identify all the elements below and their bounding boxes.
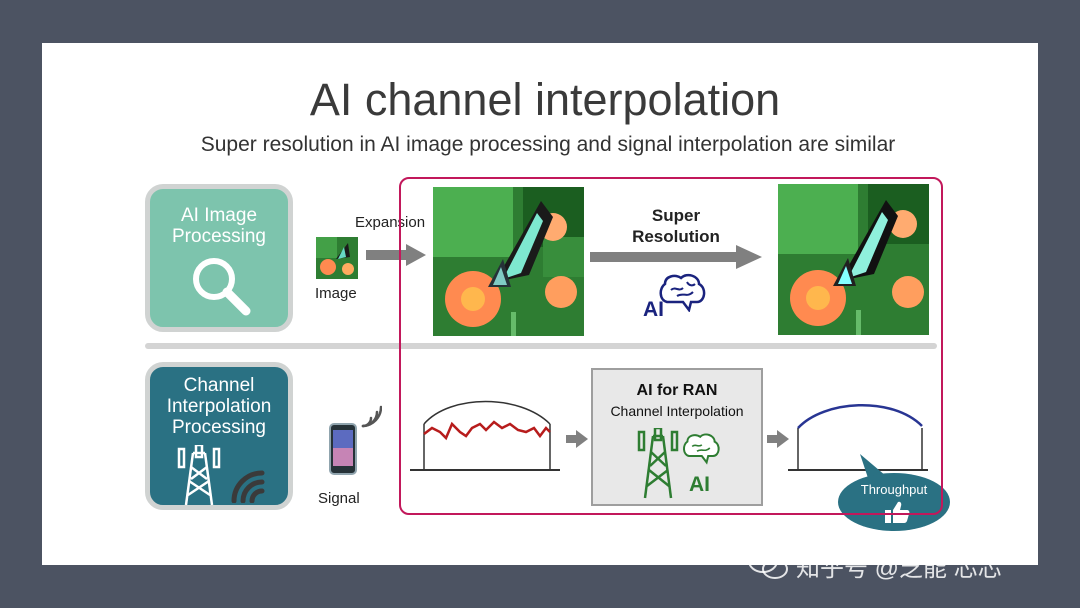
super-resolution-arrow xyxy=(590,245,762,269)
phone-icon xyxy=(329,423,357,475)
raw-signal-plot xyxy=(410,400,560,471)
wechat-icon xyxy=(748,549,788,579)
throughput-bubble-tail xyxy=(860,454,886,478)
highlight-frame xyxy=(399,177,943,515)
throughput-bubble: Throughput xyxy=(838,473,950,531)
ran-title: AI for RAN xyxy=(636,382,718,399)
super-resolution-butterfly-image xyxy=(778,184,929,335)
ai-image-processing-card: AI Image Processing xyxy=(145,184,293,332)
small-butterfly-image xyxy=(316,237,358,279)
cell-tower-icon xyxy=(637,428,679,499)
super-resolution-label: Super Resolution xyxy=(632,206,720,246)
slide-subtitle: Super resolution in AI image processing … xyxy=(200,133,896,156)
throughput-label: Throughput xyxy=(860,482,928,497)
thumbs-up-icon xyxy=(885,501,910,523)
image-label: Image xyxy=(315,285,357,302)
magnifier-icon xyxy=(193,258,251,316)
card-label: AI Image Processing xyxy=(172,205,266,247)
phone-wifi-icon xyxy=(361,405,382,428)
expansion-arrow xyxy=(366,244,426,266)
expanded-butterfly-image xyxy=(433,187,584,336)
signal-to-ran-arrow xyxy=(566,430,588,448)
ran-to-output-arrow xyxy=(767,430,789,448)
channel-interpolation-card: Channel Interpolation Processing xyxy=(145,362,293,510)
expansion-label: Expansion xyxy=(355,214,426,231)
card-label: Channel Interpolation Processing xyxy=(166,375,272,438)
ai-label: AI xyxy=(643,298,664,321)
ran-ai-label: AI xyxy=(689,473,710,496)
signal-label: Signal xyxy=(318,490,360,507)
wifi-icon xyxy=(231,470,265,503)
ran-subtitle: Channel Interpolation xyxy=(610,403,744,419)
interpolated-signal-plot xyxy=(788,403,928,471)
slide-title: AI channel interpolation xyxy=(309,74,781,125)
watermark-text: 知乎号 @芝能 芯芯 xyxy=(796,555,1002,582)
section-divider xyxy=(145,343,937,349)
brain-icon xyxy=(683,433,720,465)
brain-icon xyxy=(659,273,706,312)
cell-tower-icon xyxy=(177,445,221,506)
ai-for-ran-box: AI for RAN Channel Interpolation AI xyxy=(591,368,763,506)
